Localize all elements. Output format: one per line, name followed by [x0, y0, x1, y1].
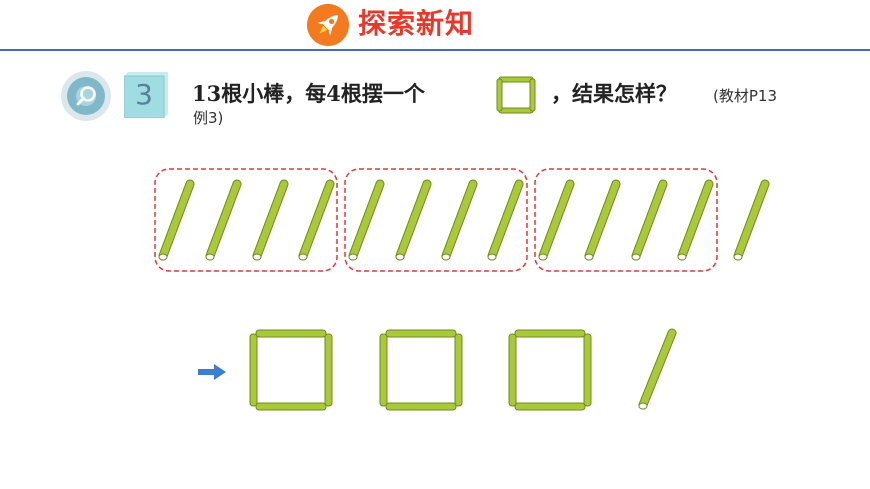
stick	[349, 184, 380, 260]
section-title: 探索新知	[358, 7, 475, 40]
stick-square	[508, 329, 592, 411]
question-text-start: 13根小棒，每4根摆一个	[192, 81, 425, 106]
stick	[206, 184, 237, 260]
stick	[442, 184, 473, 260]
square-of-sticks-icon	[495, 75, 537, 119]
group-outline	[344, 168, 528, 272]
magnifier-icon	[60, 70, 112, 122]
problem-number-box	[123, 72, 168, 119]
stick	[585, 184, 616, 260]
group-outline	[534, 168, 718, 272]
header-divider	[0, 49, 870, 51]
textbook-reference: (教材P13	[713, 87, 777, 105]
question-text-end: ，结果怎样？	[551, 81, 677, 106]
stick-square	[379, 329, 463, 411]
leftover-stick-result	[638, 328, 677, 410]
rocket-icon	[307, 4, 349, 46]
problem-number: 3	[135, 78, 153, 111]
stick	[299, 184, 330, 260]
stick	[539, 184, 570, 260]
textbook-reference-line2: 例3)	[193, 109, 224, 127]
stick-square	[249, 329, 333, 411]
stick	[678, 184, 709, 260]
stick	[396, 184, 427, 260]
right-arrow-icon	[198, 364, 226, 384]
stick	[159, 184, 190, 260]
stick	[488, 184, 519, 260]
group-outline	[154, 168, 338, 272]
stick	[632, 184, 663, 260]
leftover-stick	[734, 184, 765, 260]
stick	[253, 184, 284, 260]
